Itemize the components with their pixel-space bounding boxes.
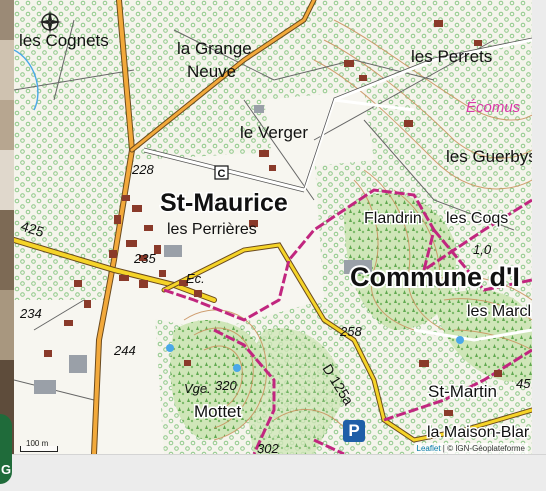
elevation-234: 234 <box>19 306 42 321</box>
scale-bar-label: 100 m <box>26 439 49 448</box>
road-label-425: 425 <box>19 218 46 241</box>
place-les-cognets: les Cognets <box>19 31 109 50</box>
elevation-258: 258 <box>339 324 362 339</box>
forest-south <box>247 328 344 454</box>
forest-mottet <box>170 320 265 440</box>
place-ec: Ec. <box>186 271 205 286</box>
grey-buildings <box>34 105 372 394</box>
place-mottet: Mottet <box>194 402 242 421</box>
compass-rose-icon[interactable] <box>38 10 62 34</box>
elevation-45: 45 <box>516 376 531 391</box>
place-les-coqs: les Coqs <box>446 210 508 227</box>
leaflet-link[interactable]: Leaflet <box>416 444 441 453</box>
elevation-235: 235 <box>133 251 156 266</box>
elevation-302: 302 <box>257 441 279 454</box>
place-les-perrets: les Perrets <box>411 47 492 66</box>
scale-bar: 100 m <box>20 439 58 452</box>
place-le-verger: le Verger <box>240 123 308 142</box>
forest-flandrin <box>344 193 456 330</box>
attribution-provider: © IGN-Géoplateforme <box>447 444 525 453</box>
place-la-maison-blan: la Maison-Blar <box>427 424 530 441</box>
place-les-guerbys: les Guerbys <box>446 147 532 166</box>
bottom-panel <box>0 454 546 491</box>
contour-lines <box>183 19 532 441</box>
clearing-verger <box>264 90 374 170</box>
left-photo-strip <box>0 0 14 454</box>
clearing-southwest <box>14 300 164 454</box>
place-commune: Commune d'I <box>350 262 520 292</box>
buildings <box>44 20 502 416</box>
right-margin <box>532 0 546 454</box>
elevation-228: 228 <box>131 162 154 177</box>
map-attribution: Leaflet | © IGN-Géoplateforme <box>413 443 528 454</box>
chapel-letter: C <box>218 168 226 180</box>
place-la-grange: la Grange <box>177 39 252 58</box>
place-les-marcl: les Marcl <box>467 303 531 320</box>
water-points <box>166 336 464 372</box>
village-clearing <box>104 150 324 330</box>
partial-logo-badge[interactable]: G <box>0 414 12 484</box>
place-vge: Vge. <box>184 381 211 396</box>
elevation-320: 320 <box>215 378 237 393</box>
hiking-trail <box>163 188 532 454</box>
elevation-244: 244 <box>113 343 136 358</box>
stream <box>14 49 39 111</box>
place-st-martin: St-Martin <box>428 382 497 401</box>
topographic-map[interactable]: C les Cognets la Grange Neuve les Perret… <box>14 0 532 454</box>
forest-east <box>434 290 532 382</box>
place-st-maurice: St-Maurice <box>160 189 288 217</box>
parking-icon[interactable]: P <box>343 420 365 442</box>
bottom-divider <box>0 454 546 455</box>
elevation-10: 1,0 <box>473 242 492 257</box>
place-ecomus: Écomus <box>466 99 521 116</box>
scale-bar-line <box>20 446 58 452</box>
chapel-symbol <box>214 165 229 180</box>
place-les-perrieres: les Perrières <box>167 221 257 238</box>
place-flandrin: Flandrin <box>364 210 422 227</box>
place-neuve: Neuve <box>187 62 236 81</box>
attribution-separator: | <box>440 444 448 453</box>
map-canvas[interactable]: C les Cognets la Grange Neuve les Perret… <box>14 0 532 454</box>
partial-logo-letter: G <box>1 462 12 477</box>
minor-paths <box>14 19 515 401</box>
